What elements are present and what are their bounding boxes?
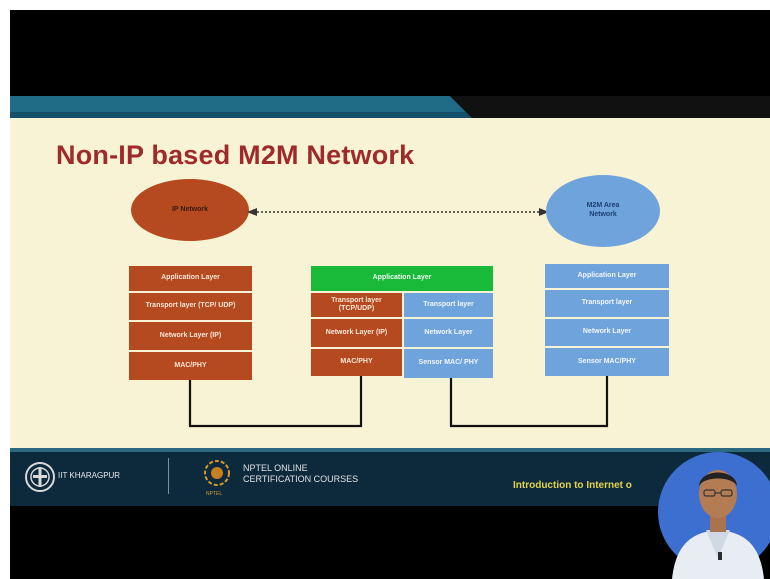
nptel-logo-text: NPTEL bbox=[206, 491, 223, 497]
gateway-m2m-layer: Sensor MAC/ PHY bbox=[404, 349, 493, 378]
gateway-ip-layer: Network Layer (IP) bbox=[311, 319, 402, 349]
slide-content: Non-IP based M2M Network IP Network M2M … bbox=[10, 118, 770, 448]
stack-layer: MAC/PHY bbox=[129, 352, 252, 380]
stack-layer: Transport layer bbox=[545, 290, 669, 319]
course-footer: IIT KHARAGPUR NPTEL NPTEL ONLINE CERTIFI… bbox=[10, 448, 770, 506]
gateway-ip-layer: Transport layer (TCP/UDP) bbox=[311, 293, 402, 319]
institute-name: IIT KHARAGPUR bbox=[58, 471, 121, 480]
slide-header-band bbox=[10, 96, 770, 118]
gateway-m2m-layer: Transport layer bbox=[404, 293, 493, 319]
ip-network-node: IP Network bbox=[131, 179, 249, 241]
m2m-area-network-node: M2M Area Network bbox=[546, 175, 660, 247]
video-frame: Non-IP based M2M Network IP Network M2M … bbox=[10, 10, 770, 579]
nptel-line-1: NPTEL ONLINE bbox=[243, 463, 308, 473]
footer-rule bbox=[10, 448, 770, 452]
stack-layer: Network Layer bbox=[545, 319, 669, 348]
link-lines bbox=[188, 376, 609, 428]
ip-network-label: IP Network bbox=[171, 205, 209, 213]
stack-layer: Application Layer bbox=[545, 264, 669, 290]
course-title: Introduction to Internet o bbox=[513, 480, 632, 491]
gateway-m2m-layer: Network Layer bbox=[404, 319, 493, 349]
nptel-line-2: CERTIFICATION COURSES bbox=[243, 474, 359, 484]
presenter-video-inset bbox=[658, 452, 770, 579]
m2m-protocol-stack: Application Layer Transport layer Networ… bbox=[545, 264, 669, 376]
stack-layer: Application Layer bbox=[129, 266, 252, 293]
footer-divider bbox=[168, 458, 169, 494]
stack-layer: Transport layer (TCP/ UDP) bbox=[129, 293, 252, 322]
nptel-title: NPTEL ONLINE CERTIFICATION COURSES bbox=[243, 463, 358, 485]
slide-title: Non-IP based M2M Network bbox=[56, 140, 415, 170]
m2m-area-network-label: M2M Area Network bbox=[586, 202, 620, 218]
stack-layer: Sensor MAC/PHY bbox=[545, 348, 669, 376]
nptel-logo-icon bbox=[204, 460, 230, 486]
gateway-ip-layer: MAC/PHY bbox=[311, 349, 402, 376]
gateway-protocol-stack: Application Layer Transport layer (TCP/U… bbox=[311, 266, 493, 378]
iit-kharagpur-logo-icon bbox=[25, 462, 55, 492]
ip-protocol-stack: Application Layer Transport layer (TCP/ … bbox=[129, 266, 252, 380]
gateway-application-layer: Application Layer bbox=[311, 266, 493, 291]
stack-layer: Network Layer (IP) bbox=[129, 322, 252, 352]
dotted-double-arrow bbox=[247, 208, 549, 216]
